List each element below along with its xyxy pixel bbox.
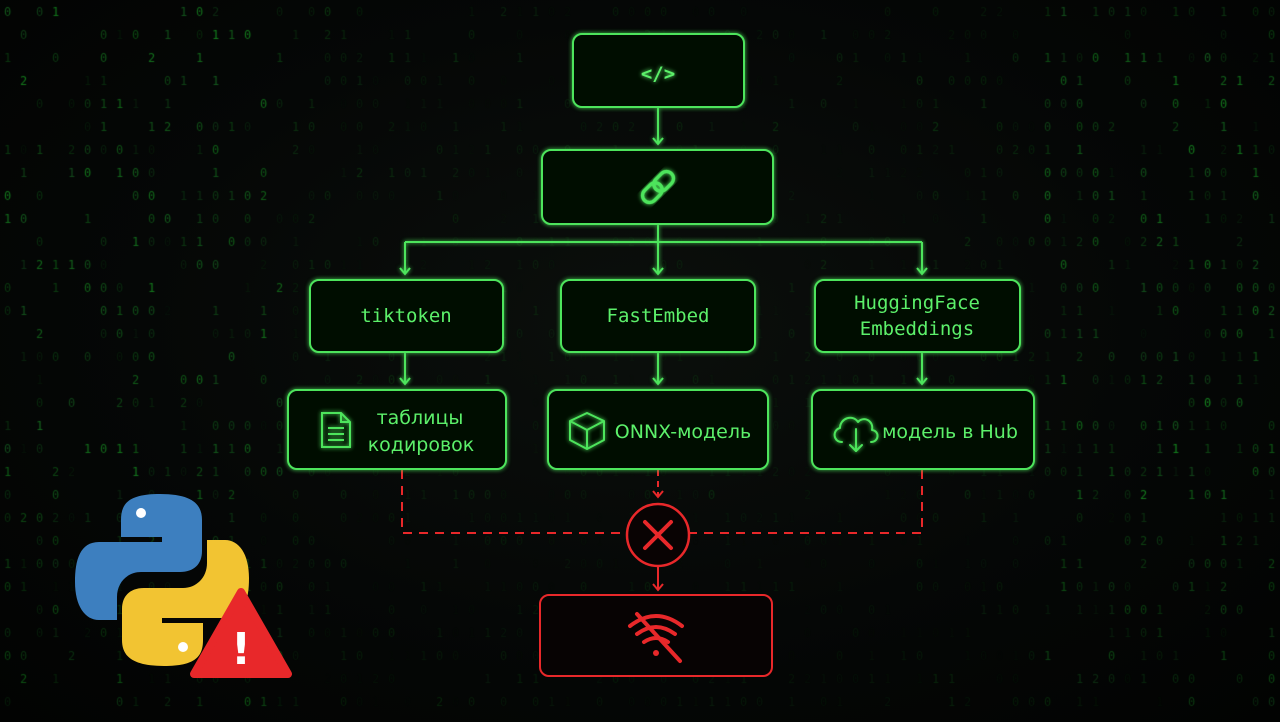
red-connectors bbox=[401, 470, 923, 592]
fastembed-label: FastEmbed bbox=[607, 305, 710, 327]
green-connectors bbox=[399, 108, 928, 386]
node-fail bbox=[625, 502, 691, 568]
cloud-download-icon bbox=[833, 416, 879, 452]
hf-label-line2: Embeddings bbox=[860, 318, 974, 340]
node-offline bbox=[539, 594, 773, 677]
node-link bbox=[541, 149, 774, 225]
node-tiktoken: tiktoken bbox=[309, 279, 504, 353]
tiktoken-label: tiktoken bbox=[360, 305, 452, 327]
tables-label-line1: таблицы bbox=[377, 407, 464, 429]
wifi-off-icon bbox=[628, 612, 684, 663]
node-root-code: </> bbox=[572, 33, 745, 108]
warning-triangle-icon: ! bbox=[190, 588, 292, 678]
x-icon bbox=[643, 520, 673, 550]
tables-label-line2: кодировок bbox=[368, 434, 475, 456]
node-onnx-model: ONNX-модель bbox=[547, 389, 769, 470]
dashed-tables-to-fail bbox=[401, 470, 626, 534]
code-brackets-icon: </> bbox=[641, 63, 675, 85]
dashed-hub-to-fail bbox=[690, 470, 923, 534]
chain-link-icon bbox=[640, 169, 676, 205]
document-icon bbox=[321, 412, 351, 448]
onnx-label: ONNX-модель bbox=[615, 421, 751, 443]
hub-label: модель в Hub bbox=[882, 421, 1018, 443]
node-hub-model: модель в Hub bbox=[811, 389, 1035, 470]
warning-exclamation: ! bbox=[231, 624, 251, 675]
hf-label-line1: HuggingFace bbox=[854, 292, 980, 314]
node-fastembed: FastEmbed bbox=[560, 279, 756, 353]
cube-icon bbox=[569, 412, 605, 450]
node-encoding-tables: таблицы кодировок bbox=[287, 389, 507, 470]
node-huggingface: HuggingFace Embeddings bbox=[814, 279, 1021, 353]
python-logo-icon bbox=[75, 494, 249, 666]
